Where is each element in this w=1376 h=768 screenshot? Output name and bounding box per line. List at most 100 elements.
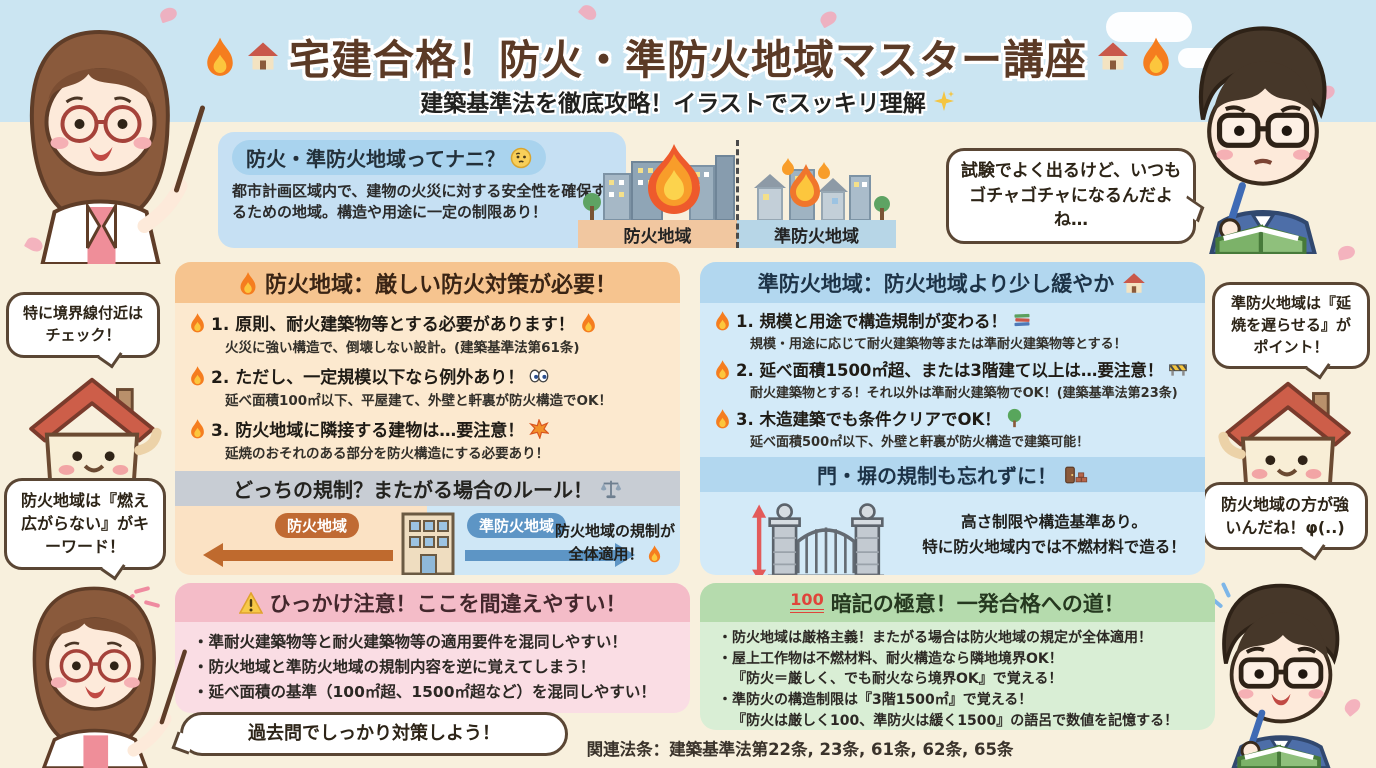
straddle-note-line2: 全体適用！ bbox=[568, 544, 644, 563]
flame-icon bbox=[580, 312, 597, 333]
house-icon bbox=[1095, 39, 1131, 73]
trap-bullet: ・準耐火建築物等と耐火建築物等の適用要件を混同しやすい！ bbox=[193, 633, 627, 651]
memory-bullet: ・防火地域は厳格主義！またがる場合は防火地域の規定が全体適用！ bbox=[718, 630, 1152, 646]
trap-bullet-list: ・準耐火建築物等と耐火建築物等の適用要件を混同しやすい！ ・防火地域と準防火地域… bbox=[175, 622, 690, 705]
straddle-note: 防火地域の規制が 全体適用！ bbox=[553, 520, 677, 565]
house-icon bbox=[1121, 271, 1147, 295]
semi-rule-text: 3. 木造建築でも条件クリアでOK！ bbox=[736, 410, 1001, 429]
memory-bullet: 『防火＝厳しく、でも耐火なら境界OK』で覚える！ bbox=[732, 671, 1063, 688]
trap-panel-title: ひっかけ注意！ここを間違えやすい！ bbox=[269, 591, 627, 616]
student-character-bottom-right bbox=[1186, 578, 1376, 768]
collision-icon bbox=[529, 418, 550, 439]
flame-icon bbox=[714, 408, 731, 429]
semi-fire-area-panel-header: 準防火地域：防火地域より少し緩やか bbox=[700, 262, 1205, 303]
fire-rule-main: 2. ただし、一定規模以下なら例外あり！ bbox=[189, 363, 670, 388]
tree-icon bbox=[1006, 408, 1023, 428]
semi-rule-item: 2. 延べ面積1500㎡超、または3階建て以上は…要注意！ 耐火建築物とする！そ… bbox=[700, 352, 1205, 401]
hundred-points-icon: 100 bbox=[790, 592, 824, 613]
straddle-illustration: 防火地域 準防火地域 防火地域の規制が 全体適用！ bbox=[175, 506, 680, 575]
memory-panel-title: 暗記の極意！一発合格への道！ bbox=[830, 591, 1125, 616]
semi-rule-text: 2. 延べ面積1500㎡超、または3階建て以上は…要注意！ bbox=[736, 361, 1164, 380]
cloud-icon bbox=[1106, 12, 1192, 42]
memory-panel-header: 100 暗記の極意！一発合格への道！ bbox=[700, 583, 1215, 622]
memory-bullet-list: ・防火地域は厳格主義！またがる場合は防火地域の規定が全体適用！ ・屋上工作物は不… bbox=[700, 622, 1215, 730]
student-character-top-right bbox=[1158, 16, 1368, 258]
area-divider-line bbox=[736, 140, 739, 248]
straddle-section-header: どっちの規制？またがる場合のルール！ bbox=[175, 471, 680, 506]
flame-icon bbox=[238, 271, 258, 295]
intro-box: 防火・準防火地域ってナニ？ 都市計画区域内で、建物の火災に対する安全性を確保する… bbox=[218, 132, 626, 248]
eyes-icon bbox=[529, 369, 549, 383]
fire-rule-detail: 延べ面積100㎡以下、平屋建て、外壁と軒裏が防火構造でOK！ bbox=[225, 393, 612, 409]
intro-body: 都市計画区域内で、建物の火災に対する安全性を確保するための地域。構造や用途に一定… bbox=[232, 182, 607, 222]
fire-rule-detail: 延焼のおそれのある部分を防火構造にする必要あり！ bbox=[225, 446, 550, 462]
right-note-bubble-bottom: 防火地域の方が強いんだね！φ(..) bbox=[1202, 482, 1368, 551]
flame-icon bbox=[1139, 36, 1173, 76]
gate-text-line1: 高さ制限や構造基準あり。 bbox=[961, 513, 1147, 531]
flame-icon bbox=[189, 312, 206, 333]
trap-warning-panel: ひっかけ注意！ここを間違えやすい！ ・準耐火建築物等と耐火建築物等の適用要件を混… bbox=[175, 583, 690, 713]
page-title-text: 宅建合格！防火・準防火地域マスター講座 bbox=[289, 36, 1087, 84]
right-note-bubble-top: 準防火地域は『延焼を遅らせる』がポイント！ bbox=[1212, 282, 1370, 370]
thinking-face-icon bbox=[510, 147, 532, 169]
books-icon bbox=[1012, 311, 1032, 329]
construction-barrier-icon bbox=[1168, 361, 1188, 377]
page-subtitle-text: 建築基準法を徹底攻略！イラストでスッキリ理解 bbox=[420, 91, 926, 117]
city-fire-illustration: 防火地域 準防火地域 bbox=[578, 140, 896, 248]
student-speech-bubble-top: 試験でよく出るけど、いつもゴチャゴチャになるんだよね… bbox=[946, 148, 1196, 244]
flame-icon bbox=[203, 36, 237, 76]
flame-icon bbox=[189, 365, 206, 386]
fire-area-panel-header: 防火地域：厳しい防火対策が必要！ bbox=[175, 262, 680, 303]
fire-area-pill: 防火地域 bbox=[275, 513, 360, 538]
house-icon bbox=[245, 39, 281, 73]
page-subtitle: 建築基準法を徹底攻略！イラストでスッキリ理解 bbox=[0, 84, 1376, 118]
semi-rule-main: 2. 延べ面積1500㎡超、または3階建て以上は…要注意！ bbox=[714, 357, 1195, 381]
intro-title-pill: 防火・準防火地域ってナニ？ bbox=[232, 140, 546, 175]
flame-icon bbox=[647, 544, 662, 563]
semi-rule-detail: 耐火建築物とする！それ以外は準耐火建築物でOK！(建築基準法第23条) bbox=[750, 386, 1178, 401]
gate-illustration-row: 高さ制限や構造基準あり。 特に防火地域内では不燃材料で造る！ bbox=[700, 492, 1205, 575]
related-laws-footer: 関連法条：建築基準法第22条, 23条, 61条, 62条, 65条 bbox=[586, 740, 1014, 759]
fire-rule-detail: 火災に強い構造で、倒壊しない設計。(建築基準法第61条) bbox=[225, 340, 580, 356]
semi-rule-text: 1. 規模と用途で構造規制が変わる！ bbox=[736, 312, 1007, 331]
page-title: 宅建合格！防火・準防火地域マスター講座 bbox=[0, 26, 1376, 86]
semi-rule-detail: 延べ面積500㎡以下、外壁と軒裏が防火構造で建築可能！ bbox=[750, 435, 1090, 450]
semi-rule-main: 1. 規模と用途で構造規制が変わる！ bbox=[714, 308, 1195, 332]
trap-bullet: ・防火地域と準防火地域の規制内容を逆に覚えてしまう！ bbox=[193, 658, 596, 677]
trap-panel-header: ひっかけ注意！ここを間違えやすい！ bbox=[175, 583, 690, 622]
memory-bullet: ・屋上工作物は不燃材料、耐火構造なら隣地境界OK！ bbox=[718, 650, 1063, 667]
memory-bullet: ・準防火の構造制限は『3階1500㎡』で覚える！ bbox=[718, 692, 1033, 709]
gate-title: 門・塀の規制も忘れずに！ bbox=[817, 464, 1057, 488]
semi-fire-area-panel-title: 準防火地域：防火地域より少し緩やか bbox=[757, 271, 1115, 296]
fire-rule-item: 2. ただし、一定規模以下なら例外あり！ 延べ面積100㎡以下、平屋建て、外壁と… bbox=[175, 356, 680, 409]
fire-rule-item: 3. 防火地域に隣接する建物は…要注意！ 延焼のおそれのある部分を防火構造にする… bbox=[175, 409, 680, 462]
flame-icon bbox=[189, 418, 206, 439]
semi-area-pill: 準防火地域 bbox=[467, 513, 567, 538]
memory-tips-panel: 100 暗記の極意！一発合格への道！ ・防火地域は厳格主義！またがる場合は防火地… bbox=[700, 583, 1215, 730]
gate-illustration bbox=[752, 503, 885, 575]
semi-rule-item: 3. 木造建築でも条件クリアでOK！ 延べ面積500㎡以下、外壁と軒裏が防火構造… bbox=[700, 401, 1205, 450]
fire-rule-main: 1. 原則、耐火建築物等とする必要があります！ bbox=[189, 310, 670, 335]
gate-section-header: 門・塀の規制も忘れずに！ bbox=[700, 457, 1205, 492]
semi-fire-area-label: 準防火地域 bbox=[737, 220, 896, 248]
straddle-title: どっちの規制？またがる場合のルール！ bbox=[233, 478, 593, 502]
fire-rule-text: 1. 原則、耐火建築物等とする必要があります！ bbox=[211, 315, 575, 335]
warning-icon bbox=[238, 591, 263, 614]
scales-icon bbox=[600, 478, 622, 500]
fire-area-arrow bbox=[203, 543, 393, 567]
flame-icon bbox=[714, 310, 731, 331]
left-note-bubble-top: 特に境界線付近はチェック！ bbox=[6, 292, 160, 358]
teacher-character-bottom-left bbox=[0, 576, 194, 768]
flame-icon bbox=[714, 359, 731, 380]
door-brick-icon bbox=[1064, 465, 1088, 485]
intro-title: 防火・準防火地域ってナニ？ bbox=[246, 147, 505, 171]
teacher-speech-bubble-bottom: 過去問でしっかり対策しよう！ bbox=[180, 712, 568, 757]
gate-text: 高さ制限や構造基準あり。 特に防火地域内では不燃材料で造る！ bbox=[908, 510, 1200, 560]
semi-area-arrow bbox=[465, 543, 635, 567]
sparkles-icon bbox=[932, 89, 956, 113]
trap-bullet: ・延べ面積の基準（100㎡超、1500㎡超など）を混同しやすい！ bbox=[193, 683, 656, 702]
teacher-character-top-left bbox=[0, 14, 207, 268]
fire-rule-text: 2. ただし、一定規模以下なら例外あり！ bbox=[211, 368, 525, 388]
memory-bullet: 『防火は厳しく100、準防火は緩く1500』の語呂で数値を記憶する！ bbox=[732, 712, 1179, 729]
